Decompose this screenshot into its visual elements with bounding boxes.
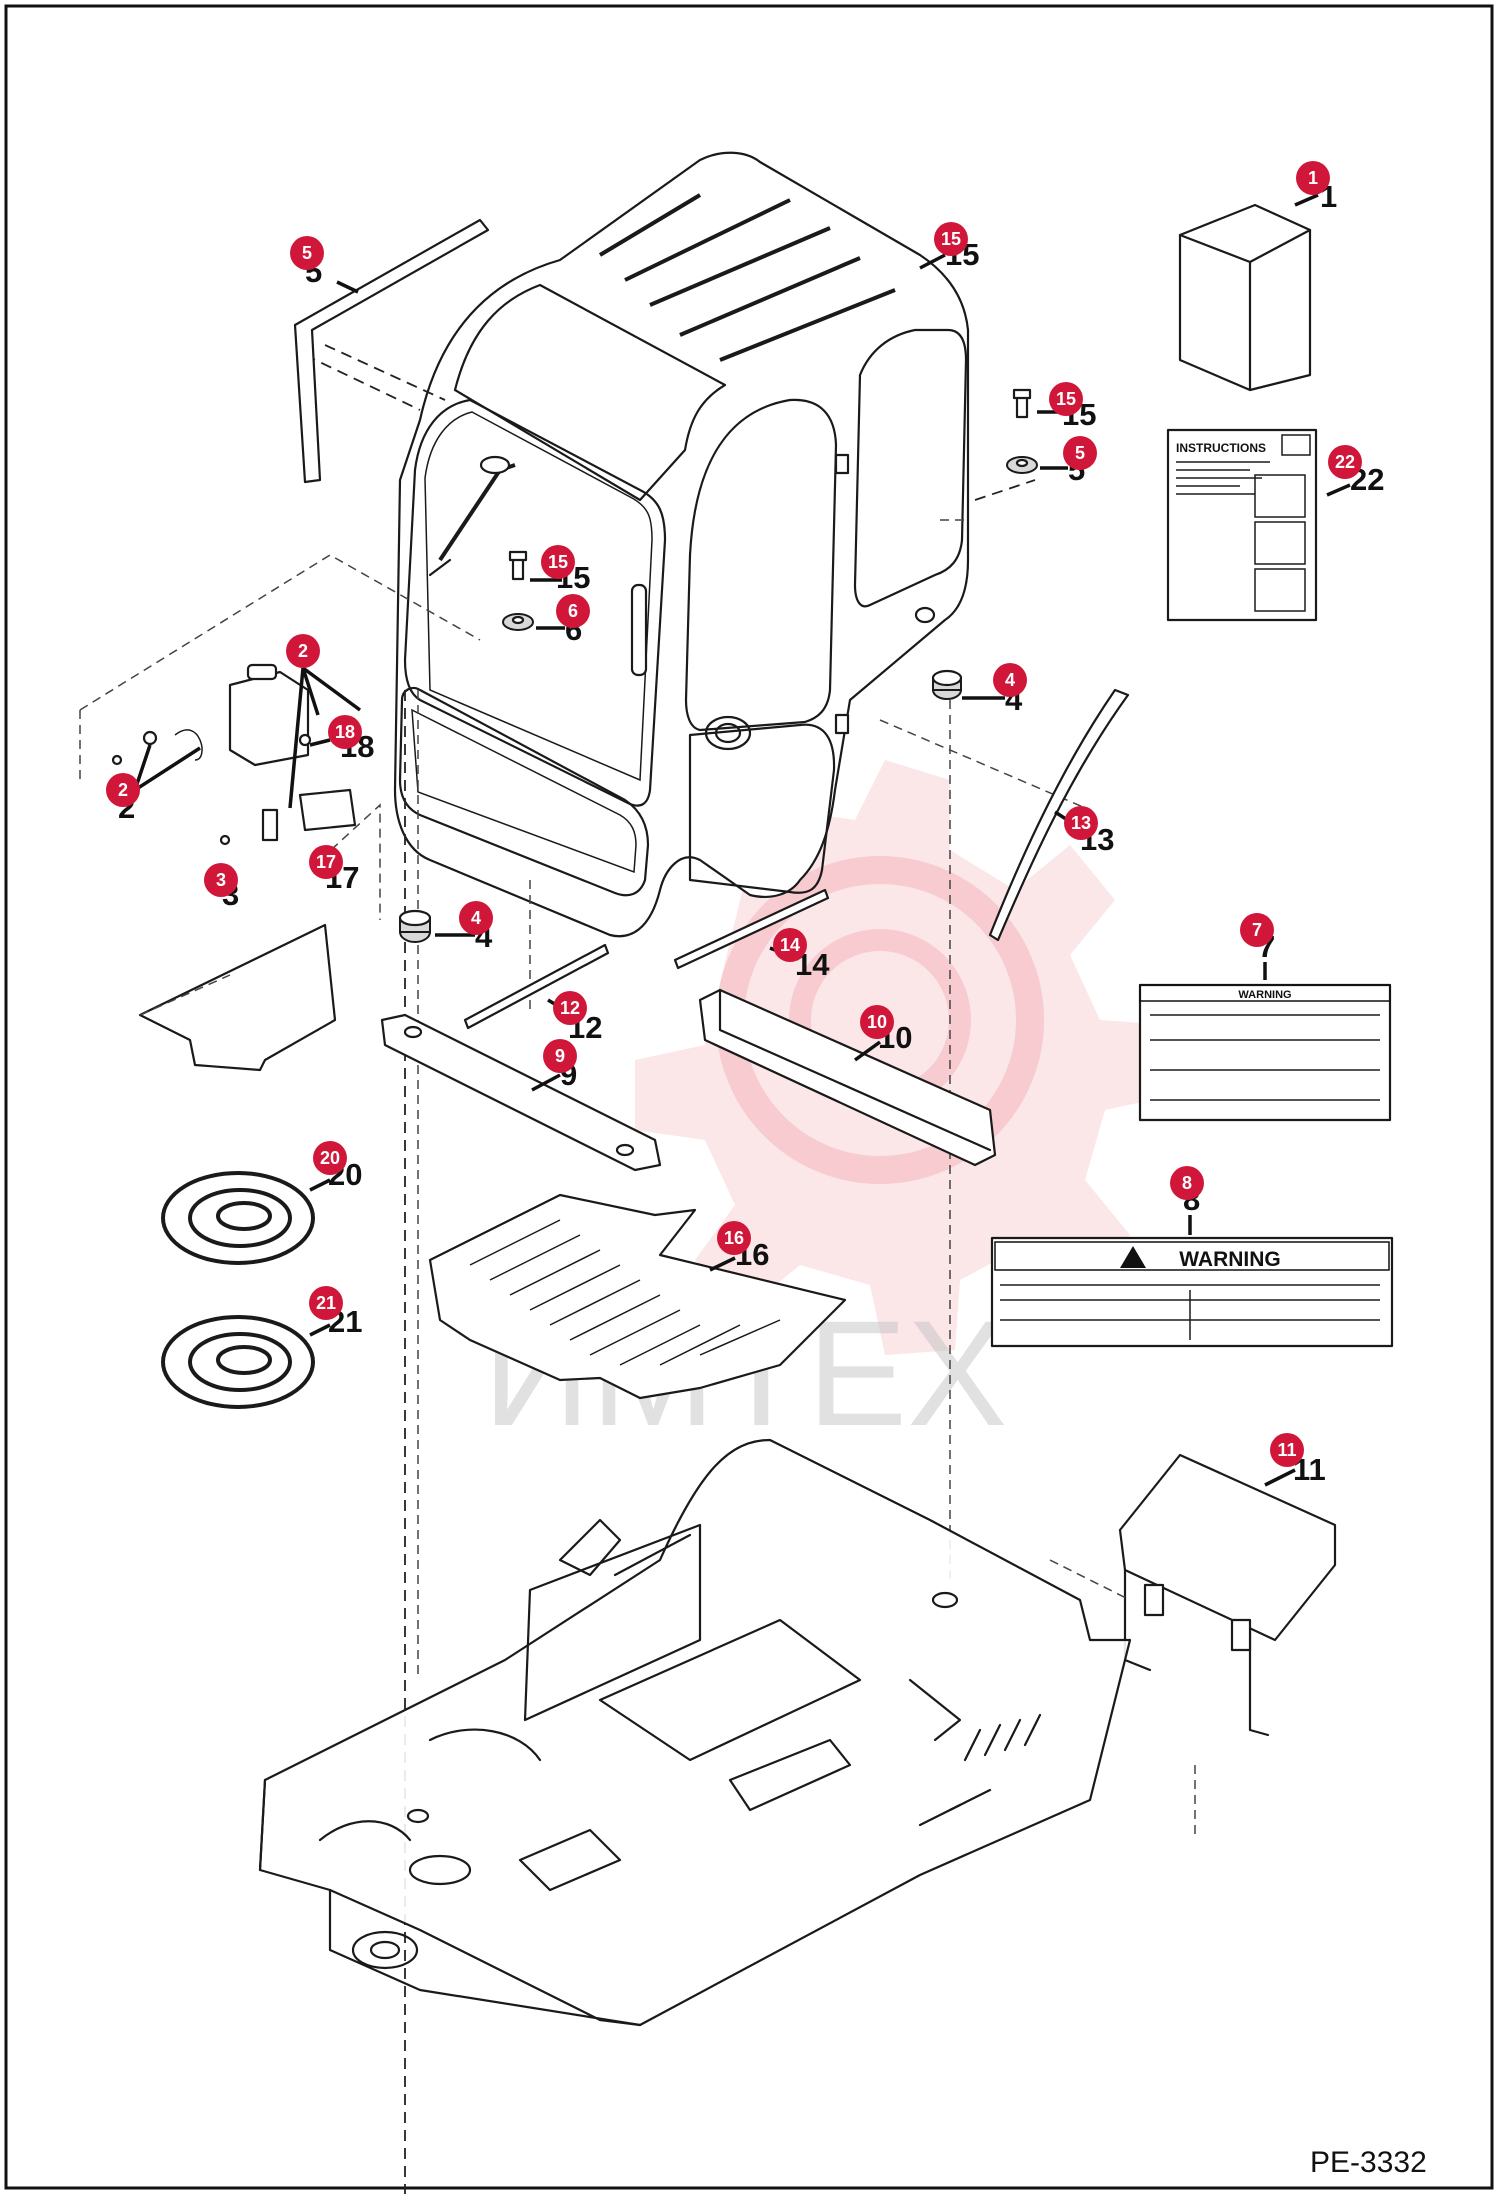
svg-text:2: 2: [118, 780, 128, 800]
part-10-bar: [698, 988, 997, 1167]
part-13-curved-seal: [988, 688, 1130, 942]
callout-10[interactable]: 10: [860, 1005, 894, 1039]
svg-text:10: 10: [867, 1012, 887, 1032]
callout-15-center[interactable]: 15: [541, 545, 575, 579]
callout-11[interactable]: 11: [1270, 1433, 1304, 1467]
machine-frame-base: [258, 1438, 1132, 2027]
svg-text:5: 5: [1075, 443, 1085, 463]
callout-12[interactable]: 12: [553, 991, 587, 1025]
part-14-strip: [673, 888, 830, 970]
callout-8[interactable]: 5: [290, 236, 324, 270]
part-11-cover: [1049, 1453, 1337, 1840]
callouts: 1 15 5 15 5 22 15 6 2 4 18 2 13 17 3 4 7…: [106, 161, 1362, 1467]
callout-2-lower[interactable]: 2: [106, 773, 140, 807]
callout-4-right[interactable]: 4: [993, 663, 1027, 697]
callout-18[interactable]: 18: [328, 715, 362, 749]
callout-15-right[interactable]: 15: [1049, 382, 1083, 416]
svg-text:1: 1: [1308, 168, 1318, 188]
callout-19[interactable]: 15: [934, 222, 968, 256]
fasteners-center: [502, 550, 534, 631]
svg-text:6: 6: [568, 601, 578, 621]
svg-text:12: 12: [560, 998, 580, 1018]
svg-text:11: 11: [1277, 1440, 1296, 1460]
callout-22[interactable]: 22: [1328, 445, 1362, 479]
callout-2-upper[interactable]: 2: [286, 634, 320, 668]
svg-text:17: 17: [316, 852, 336, 872]
part-9-bracket: [380, 1013, 662, 1172]
callout-5-center[interactable]: 6: [556, 594, 590, 628]
svg-text:5: 5: [302, 243, 312, 263]
callout-3[interactable]: 3: [204, 863, 238, 897]
callout-7[interactable]: 8: [1170, 1166, 1204, 1200]
svg-text:22: 22: [1335, 452, 1355, 472]
page-border: [4, 4, 1494, 2190]
cab-assembly: [393, 151, 970, 938]
part-12-strip: [463, 943, 610, 1030]
svg-text:15: 15: [941, 229, 961, 249]
part-21-hose-coil: [161, 1315, 315, 1409]
callout-17[interactable]: 17: [309, 845, 343, 879]
part-20-hose-coil: [161, 1171, 315, 1265]
mount-4-left: [398, 909, 432, 943]
washer-reservoir: [79, 554, 481, 920]
svg-text:18: 18: [335, 722, 355, 742]
part-6-warning-decal: WARNING: [1138, 983, 1392, 1122]
part-7-warning-decal: WARNING: [990, 1236, 1394, 1348]
callout-13[interactable]: 13: [1064, 806, 1098, 840]
svg-text:3: 3: [216, 870, 226, 890]
part-22-instructions-decal: INSTRUCTIONS: [1166, 428, 1318, 622]
callout-21[interactable]: 21: [309, 1286, 343, 1320]
svg-text:13: 13: [1071, 813, 1091, 833]
mounting-plate: [138, 923, 337, 1072]
callout-9[interactable]: 9: [543, 1039, 577, 1073]
callout-20[interactable]: 20: [313, 1141, 347, 1175]
part-16-floor-mat: [428, 1193, 847, 1400]
svg-text:4: 4: [1005, 670, 1015, 690]
callout-5-right[interactable]: 5: [1063, 436, 1097, 470]
warning-small-text: WARNING: [1238, 989, 1291, 1001]
svg-text:4: 4: [471, 908, 481, 928]
svg-text:14: 14: [780, 935, 800, 955]
callout-4-left[interactable]: 4: [459, 901, 493, 935]
callout-14[interactable]: 14: [773, 928, 807, 962]
svg-text:9: 9: [555, 1046, 565, 1066]
drawing-code: PE-3332: [1310, 2146, 1427, 2179]
part-8-seal-strip: [293, 218, 490, 484]
part-1-box: [1178, 203, 1312, 392]
svg-text:15: 15: [548, 552, 568, 572]
warning-large-text: WARNING: [1179, 1248, 1281, 1271]
svg-text:20: 20: [320, 1148, 340, 1168]
svg-text:2: 2: [298, 641, 308, 661]
svg-text:21: 21: [316, 1293, 336, 1313]
mount-4-right: [931, 669, 963, 700]
svg-text:7: 7: [1252, 920, 1262, 940]
fasteners-right: [1006, 388, 1038, 474]
svg-text:8: 8: [1182, 1173, 1192, 1193]
callout-6[interactable]: 7: [1240, 913, 1274, 947]
callout-16[interactable]: 16: [717, 1221, 751, 1255]
callout-1[interactable]: 1: [1296, 161, 1330, 195]
svg-text:16: 16: [724, 1228, 744, 1248]
svg-text:15: 15: [1056, 389, 1076, 409]
instructions-title: INSTRUCTIONS: [1176, 441, 1266, 455]
